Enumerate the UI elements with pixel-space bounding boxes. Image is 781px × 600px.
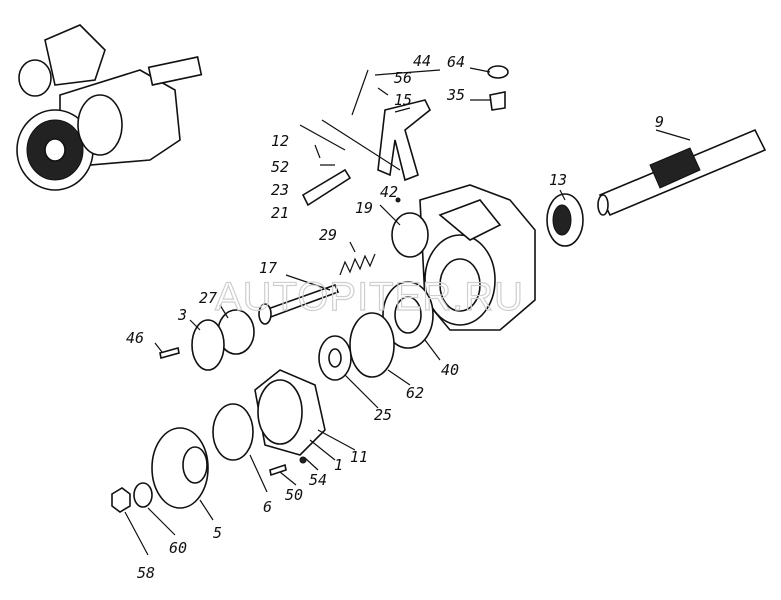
label-44: 44 (413, 52, 431, 70)
label-58: 58 (137, 564, 155, 582)
label-1: 1 (334, 456, 343, 474)
label-19: 19 (355, 199, 373, 217)
label-46: 46 (126, 329, 144, 347)
label-56: 56 (394, 69, 412, 87)
part-58-nut (111, 487, 131, 513)
part-50-bolt (269, 463, 287, 477)
label-13: 13 (549, 171, 567, 189)
assembled-pump-unit (16, 24, 203, 191)
watermark: AUTOPITER.RU (215, 275, 524, 319)
label-25: 25 (374, 406, 392, 424)
part-15-fork (377, 99, 432, 182)
label-6: 6 (263, 498, 272, 516)
part-60-washer (133, 482, 153, 508)
label-64: 64 (447, 53, 465, 71)
part-64-washer (487, 65, 509, 79)
label-11: 11 (350, 448, 368, 466)
label-60: 60 (169, 539, 187, 557)
label-35: 35 (446, 86, 465, 104)
label-54: 54 (309, 471, 327, 489)
label-27: 27 (199, 289, 217, 307)
part-3-cover (191, 319, 225, 371)
label-21: 21 (271, 204, 289, 222)
part-6-seal (212, 403, 254, 461)
part-46-bolt (159, 346, 180, 360)
label-17: 17 (259, 259, 277, 277)
label-62: 62 (406, 384, 424, 402)
part-23-gasket (301, 168, 352, 207)
label-42: 42 (380, 183, 398, 201)
part-35-plug (489, 91, 506, 111)
part-29-spring (339, 253, 376, 276)
label-12: 12 (271, 132, 289, 150)
part-62-ring (349, 312, 395, 378)
part-labels: 44 64 56 35 15 9 12 52 13 42 23 19 21 29… (126, 52, 664, 582)
part-housing (391, 184, 536, 331)
label-29: 29 (319, 226, 337, 244)
part-9-shaft (597, 128, 767, 217)
label-9: 9 (655, 113, 664, 131)
label-3: 3 (177, 306, 187, 324)
label-50: 50 (285, 486, 303, 504)
label-5: 5 (213, 524, 222, 542)
label-23: 23 (271, 181, 289, 199)
label-15: 15 (394, 91, 412, 109)
label-40: 40 (441, 361, 459, 379)
label-52: 52 (271, 158, 289, 176)
